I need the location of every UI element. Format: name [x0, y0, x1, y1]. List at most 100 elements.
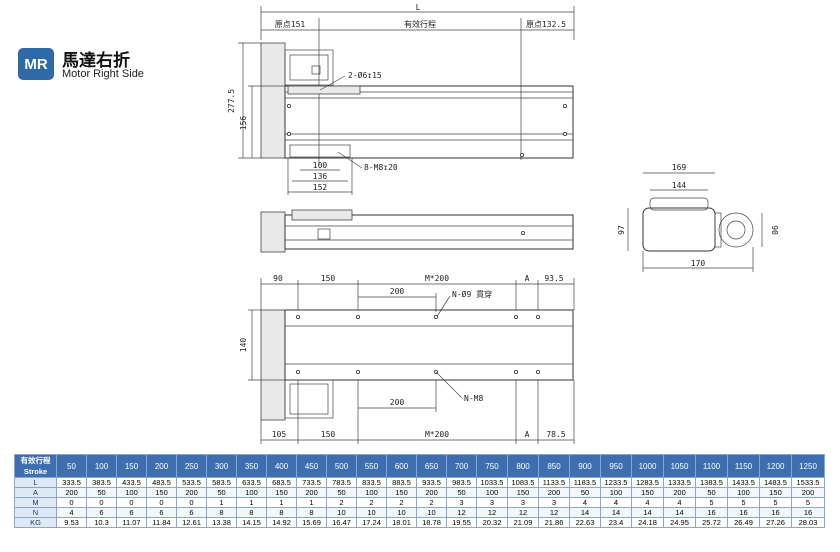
- table-cell: 10: [386, 507, 417, 518]
- table-cell: 14: [663, 507, 696, 518]
- technical-drawing: L 原点151 有效行程 原点132.5 277.5 156: [227, 3, 779, 444]
- dim-height-outer: 277.5: [227, 89, 236, 113]
- dim-bottom-a-top: A: [525, 274, 530, 283]
- table-cell: 12: [507, 507, 539, 518]
- dim-bottom-200-top: 200: [390, 287, 405, 296]
- header-stroke-1200: 1200: [759, 454, 792, 478]
- table-cell: 883.5: [386, 477, 417, 488]
- note-holes-bottom: N-Ø9 貫穿: [452, 289, 492, 299]
- table-cell: 28.03: [791, 517, 825, 528]
- table-cell: 23.4: [600, 517, 632, 528]
- table-cell: 16.47: [326, 517, 357, 528]
- table-cell: 383.5: [86, 477, 117, 488]
- header-stroke-50: 50: [56, 454, 87, 478]
- table-cell: 12: [476, 507, 508, 518]
- table-cell: 5: [695, 497, 728, 508]
- table-cell: 26.49: [727, 517, 760, 528]
- table-cell: 1383.5: [695, 477, 728, 488]
- table-cell: 1433.5: [727, 477, 760, 488]
- table-cell: 1183.5: [569, 477, 601, 488]
- table-cell: 15.69: [296, 517, 327, 528]
- table-cell: 50: [206, 487, 237, 498]
- bottom-view: 90 150 M*200 A 93.5 200 N-Ø9 貫穿 140 200: [239, 274, 575, 444]
- table-cell: 150: [631, 487, 664, 498]
- table-cell: 6: [86, 507, 117, 518]
- table-cell: 200: [791, 487, 825, 498]
- brand-title-cn: 馬達右折: [62, 51, 130, 71]
- dim-end-97: 97: [617, 225, 626, 235]
- table-cell: 50: [569, 487, 601, 498]
- header-stroke-650: 650: [416, 454, 447, 478]
- table-cell: 1: [266, 497, 297, 508]
- table-cell: 1033.5: [476, 477, 508, 488]
- dim-bottom-200-bottom: 200: [390, 398, 405, 407]
- table-cell: 11.07: [116, 517, 147, 528]
- table-cell: 200: [176, 487, 207, 498]
- table-cell: 633.5: [236, 477, 267, 488]
- table-cell: 50: [446, 487, 477, 498]
- table-cell: 1483.5: [759, 477, 792, 488]
- table-cell: 19.55: [446, 517, 477, 528]
- table-cell: 1: [236, 497, 267, 508]
- header-stroke-1150: 1150: [727, 454, 760, 478]
- header-stroke-1000: 1000: [631, 454, 664, 478]
- table-cell: 3: [446, 497, 477, 508]
- dim-bottom-105: 105: [272, 430, 287, 439]
- header-stroke-en: Stroke: [23, 467, 48, 476]
- table-cell: 0: [176, 497, 207, 508]
- table-cell: 5: [791, 497, 825, 508]
- table-cell: 3: [507, 497, 539, 508]
- header-stroke-400: 400: [266, 454, 297, 478]
- header-stroke-350: 350: [236, 454, 267, 478]
- table-cell: 14: [600, 507, 632, 518]
- dim-origin-right: 原点132.5: [526, 20, 566, 29]
- table-cell: 8: [266, 507, 297, 518]
- table-cell: 100: [236, 487, 267, 498]
- table-cell: 10: [356, 507, 387, 518]
- table-cell: 22.63: [569, 517, 601, 528]
- table-cell: 100: [356, 487, 387, 498]
- dim-origin-left: 原点151: [275, 20, 306, 29]
- table-cell: 0: [146, 497, 177, 508]
- header-stroke-1050: 1050: [663, 454, 696, 478]
- row-label: A: [14, 487, 57, 498]
- table-cell: 50: [326, 487, 357, 498]
- table-cell: 933.5: [416, 477, 447, 488]
- table-cell: 4: [663, 497, 696, 508]
- note-thread-top: 8-M8↧20: [364, 163, 398, 172]
- table-cell: 16: [727, 507, 760, 518]
- table-cell: 483.5: [146, 477, 177, 488]
- table-cell: 2: [326, 497, 357, 508]
- table-cell: 0: [86, 497, 117, 508]
- table-cell: 18.01: [386, 517, 417, 528]
- table-cell: 14.15: [236, 517, 267, 528]
- table-cell: 583.5: [206, 477, 237, 488]
- table-cell: 14.92: [266, 517, 297, 528]
- header-stroke-100: 100: [86, 454, 117, 478]
- header-stroke-200: 200: [146, 454, 177, 478]
- header-stroke-label: 有效行程 Stroke: [14, 454, 57, 478]
- table-cell: 4: [600, 497, 632, 508]
- end-view: 169 144 97 90 170: [617, 163, 779, 272]
- table-cell: 18.78: [416, 517, 447, 528]
- table-cell: 1: [206, 497, 237, 508]
- table-cell: 200: [56, 487, 87, 498]
- table-cell: 0: [56, 497, 87, 508]
- table-cell: 4: [631, 497, 664, 508]
- table-cell: 683.5: [266, 477, 297, 488]
- table-cell: 17.24: [356, 517, 387, 528]
- dim-152: 152: [313, 183, 328, 192]
- table-cell: 24.95: [663, 517, 696, 528]
- table-cell: 9.53: [56, 517, 87, 528]
- table-cell: 733.5: [296, 477, 327, 488]
- table-cell: 150: [386, 487, 417, 498]
- brand-badge: MR: [18, 48, 54, 80]
- dim-100: 100: [313, 161, 328, 170]
- table-cell: 1533.5: [791, 477, 825, 488]
- dim-136: 136: [313, 172, 328, 181]
